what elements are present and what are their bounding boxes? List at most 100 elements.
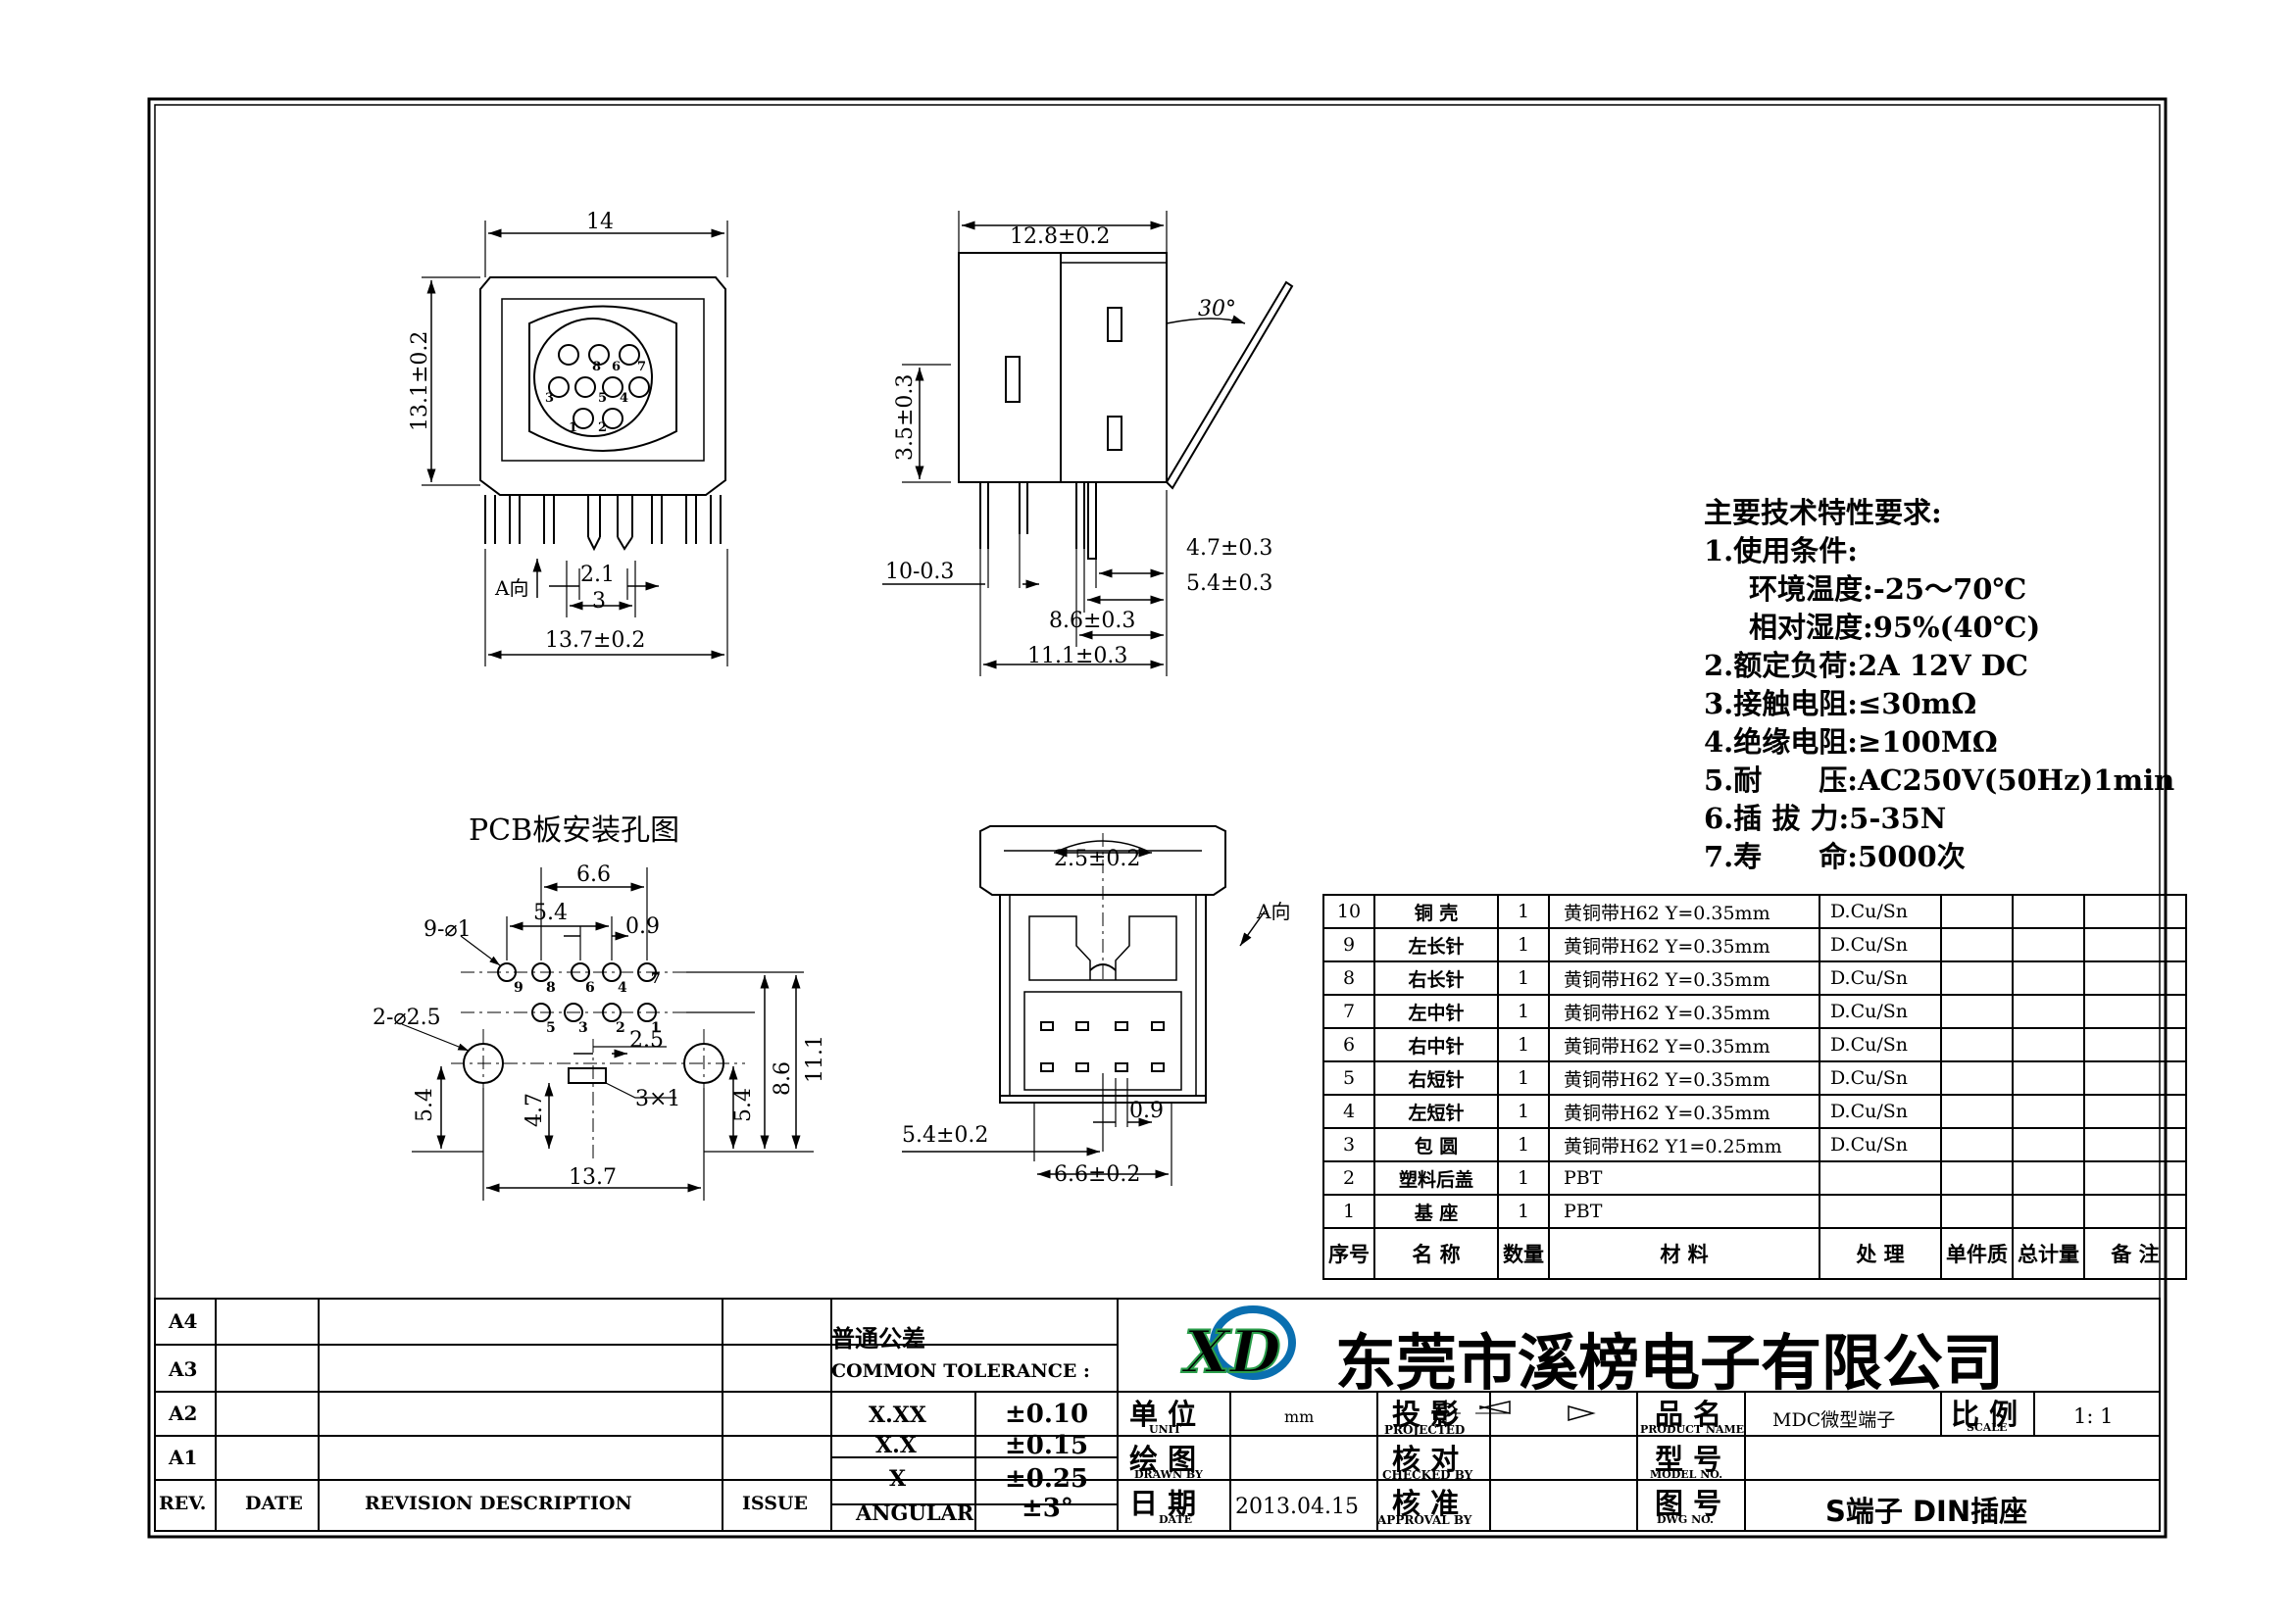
side-dim-c: 10-0.3 [885, 560, 954, 584]
front-view [422, 221, 728, 666]
front-view-label: A向 [494, 576, 528, 600]
pcb-dim-137: 13.7 [569, 1165, 617, 1190]
bom-no: 3 [1322, 1127, 1375, 1162]
logo-letters: XD [1180, 1318, 1281, 1387]
bom-material: 黄铜带H62 Y=0.35mm [1548, 894, 1820, 929]
bom-unit-weight [1940, 927, 2014, 962]
approve-label: 核 准 [1392, 1487, 1460, 1520]
bom-unit-weight [1940, 1027, 2014, 1062]
bom-remark [2083, 960, 2187, 996]
bom-qty: 1 [1497, 927, 1550, 962]
bom-no: 7 [1322, 994, 1375, 1029]
bom-name: 基 座 [1373, 1194, 1499, 1229]
bom-unit-weight [1940, 894, 2014, 929]
spec-line: 1.使用条件: [1704, 534, 1858, 567]
pcb-dim-25: 2.5 [629, 1028, 664, 1053]
bom-remark [2083, 1127, 2187, 1162]
bom-no: 8 [1322, 960, 1375, 996]
bottom-view [902, 825, 1266, 1186]
tol-x-val: ±0.15 [1005, 1431, 1089, 1460]
bom-finish: D.Cu/Sn [1819, 1060, 1942, 1096]
front-pin-number: 4 [620, 391, 628, 406]
bom-qty: 1 [1497, 894, 1550, 929]
bom-unit-weight [1940, 1060, 2014, 1096]
bom-remark [2083, 1027, 2187, 1062]
bottom-dim-top: 2.5±0.2 [1054, 847, 1140, 871]
pcb-pin-number: 6 [585, 980, 595, 996]
bom-remark [2083, 927, 2187, 962]
scale-value: 1: 1 [2073, 1404, 2114, 1428]
bom-finish: D.Cu/Sn [1819, 927, 1942, 962]
pcb-dim-54-left: 5.4 [413, 1088, 437, 1122]
bom-unit-weight [1940, 1094, 2014, 1129]
bom-remark [2083, 994, 2187, 1029]
spec-line: 7.寿 命:5000次 [1704, 840, 1966, 873]
front-pin-number: 6 [612, 360, 621, 374]
bom-header-unit-weight: 单件质 [1940, 1227, 2014, 1280]
bottom-view-label: A向 [1256, 900, 1290, 923]
rev-header-date: DATE [245, 1493, 303, 1514]
side-dim-d: 8.6±0.3 [1049, 609, 1135, 633]
bom-unit-weight [1940, 994, 2014, 1029]
bom-no: 4 [1322, 1094, 1375, 1129]
bom-qty: 1 [1497, 1160, 1550, 1196]
scale-en: SCALE [1967, 1421, 2008, 1434]
bottom-dim-09: 0.9 [1129, 1099, 1164, 1123]
dwg-en: DWG NO. [1657, 1513, 1714, 1526]
bom-material: 黄铜带H62 Y=0.35mm [1548, 927, 1820, 962]
bom-qty: 1 [1497, 1127, 1550, 1162]
tolerance-en: COMMON TOLERANCE : [831, 1360, 1090, 1382]
bom-header-no: 序号 [1322, 1227, 1375, 1280]
bom-material: 黄铜带H62 Y=0.35mm [1548, 994, 1820, 1029]
tol-int-val: ±0.25 [1005, 1464, 1089, 1494]
bom-no: 5 [1322, 1060, 1375, 1096]
bom-name: 右长针 [1373, 960, 1499, 996]
date-en: DATE [1159, 1513, 1193, 1526]
rev-a2: A2 [169, 1402, 198, 1425]
title-block-grid [154, 1298, 2161, 1532]
company-name: 东莞市溪榜电子有限公司 [1335, 1327, 2005, 1399]
pcb-title: PCB板安装孔图 [469, 813, 679, 848]
company-logo: XD [1179, 1305, 1296, 1388]
side-view [882, 211, 1294, 676]
bom-name: 左长针 [1373, 927, 1499, 962]
spec-line: 5.耐 压:AC250V(50Hz)1min [1704, 763, 2175, 797]
bom-finish: D.Cu/Sn [1819, 960, 1942, 996]
bom-finish [1819, 1160, 1942, 1196]
pcb-dim-66: 6.6 [576, 862, 611, 887]
bom-header-row: 序号名 称数量材 料处 理单件质总计量备 注 [1322, 1227, 2187, 1280]
tol-x-key: X.X [875, 1433, 917, 1458]
bom-header-material: 材 料 [1548, 1227, 1820, 1280]
rev-a1: A1 [169, 1446, 198, 1469]
drawn-en: DRAWN BY [1134, 1468, 1203, 1481]
side-dim-a: 4.7±0.3 [1186, 536, 1272, 561]
side-dim-top: 12.8±0.2 [1010, 224, 1110, 249]
spec-line: 6.插 拔 力:5-35N [1704, 802, 1947, 835]
tech-spec-block: 主要技术特性要求: 1.使用条件: 环境温度:-25～70℃ 相对湿度:95%(… [1704, 490, 2175, 873]
bom-qty: 1 [1497, 1094, 1550, 1129]
bom-material: 黄铜带H62 Y=0.35mm [1548, 960, 1820, 996]
bom-unit-weight [1940, 960, 2014, 996]
date-value: 2013.04.15 [1235, 1495, 1359, 1519]
bom-total-weight [2012, 960, 2085, 996]
rev-header-desc: REVISION DESCRIPTION [365, 1493, 632, 1514]
front-dim-bottom: 13.7±0.2 [545, 628, 645, 653]
model-label: 型 号 [1655, 1443, 1722, 1476]
bom-name: 右中针 [1373, 1027, 1499, 1062]
front-pin-numbers: 8 6 7 3 5 4 1 2 [545, 360, 646, 435]
front-dim-top: 14 [586, 210, 614, 234]
bom-unit-weight [1940, 1194, 2014, 1229]
front-pin-number: 2 [598, 420, 607, 435]
bom-remark [2083, 1160, 2187, 1196]
bom-qty: 1 [1497, 1060, 1550, 1096]
rev-a4: A4 [169, 1309, 198, 1333]
bom-finish [1819, 1194, 1942, 1229]
unit-label: 单 位 [1129, 1398, 1197, 1431]
pname-label: 品 名 [1655, 1398, 1722, 1431]
tol-angular-key: ANGULAR [856, 1501, 974, 1525]
pcb-pin-number: 9 [514, 980, 523, 996]
